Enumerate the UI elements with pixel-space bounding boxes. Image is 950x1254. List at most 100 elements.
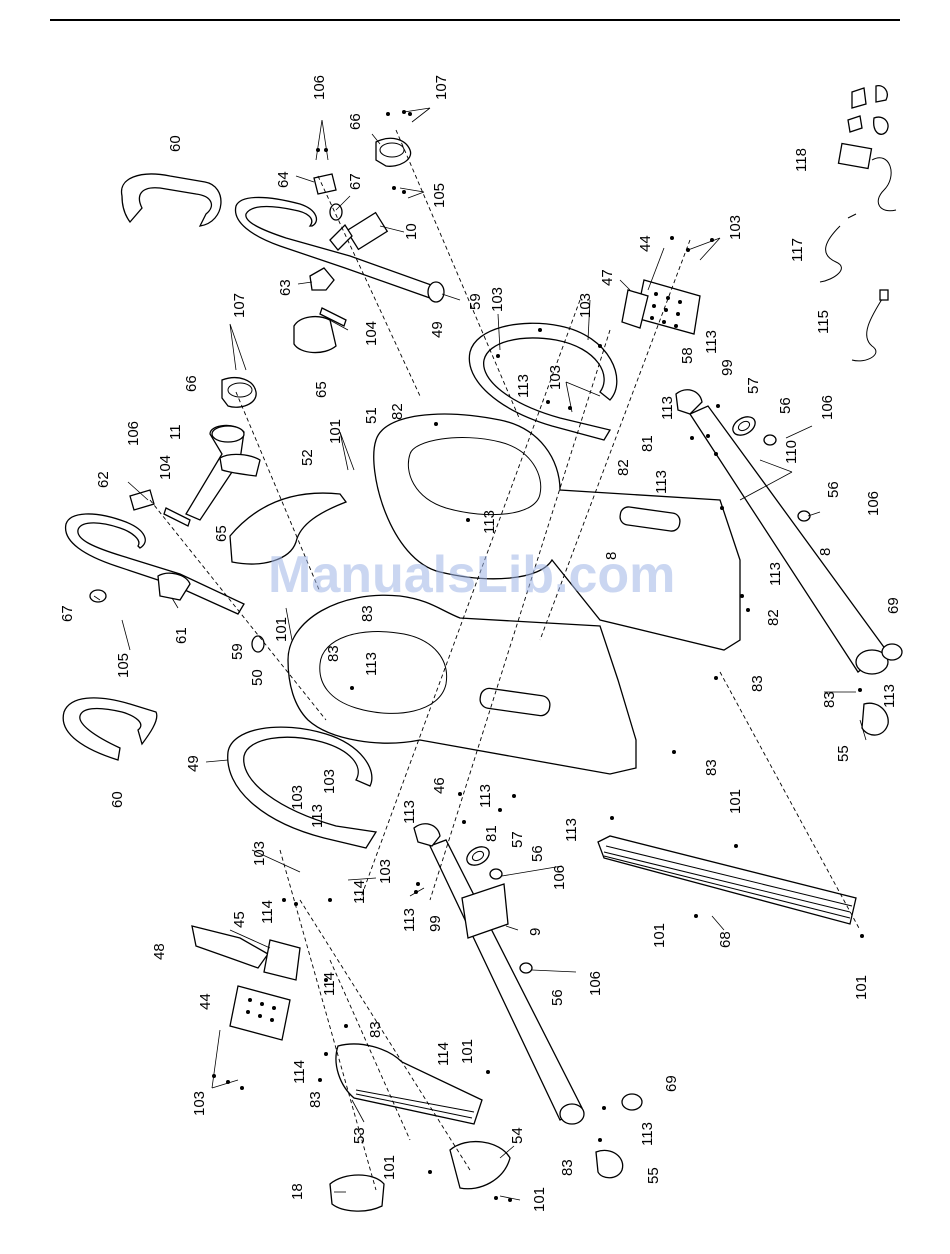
part-44-upper-console [635, 279, 701, 335]
callout-57b: 57 [509, 831, 526, 848]
callout-105b: 105 [115, 653, 132, 678]
callout-106a: 106 [311, 75, 328, 100]
callout-118: 118 [793, 148, 810, 172]
callout-49b: 49 [185, 755, 202, 772]
part-50-left-frame [287, 594, 637, 775]
callout-59a: 59 [467, 293, 484, 310]
callout-83f: 83 [367, 1021, 384, 1038]
callout-54: 54 [509, 1127, 526, 1144]
callout-113g: 113 [363, 652, 380, 676]
callout-103f: 103 [321, 769, 338, 794]
callout-113e: 113 [481, 510, 498, 534]
callout-58: 58 [679, 347, 696, 364]
part-44-lower-console [229, 985, 291, 1041]
part-9-bracket [461, 883, 509, 939]
part-47-console-bracket [621, 289, 649, 329]
part-115-cable [851, 289, 889, 362]
hardware-screws [212, 110, 864, 1202]
callout-101g: 101 [381, 1155, 398, 1180]
callout-81a: 81 [639, 435, 656, 452]
part-66-middle-cap [221, 377, 257, 408]
callout-10: 10 [403, 223, 420, 240]
callout-117: 117 [789, 238, 806, 262]
callout-44b: 44 [197, 993, 214, 1010]
callout-101h: 101 [531, 1187, 548, 1212]
part-55-feet [595, 702, 889, 1179]
part-11-upright [185, 424, 245, 521]
callout-8b: 8 [603, 552, 620, 560]
callout-113n: 113 [639, 1122, 656, 1146]
callout-113d: 113 [653, 470, 670, 494]
watermark: ManualsLib.com [268, 546, 675, 604]
callout-113f: 113 [767, 562, 784, 586]
callout-11: 11 [167, 424, 184, 440]
assembly-lines [149, 129, 861, 1191]
part-104-lower-tube [163, 507, 191, 527]
callout-114e: 114 [291, 1060, 308, 1084]
callout-83d: 83 [821, 691, 838, 708]
callout-69a: 69 [885, 597, 902, 614]
callout-leaders [93, 107, 867, 1201]
callout-66b: 66 [183, 375, 200, 392]
callout-103c: 103 [577, 293, 594, 318]
callout-60a: 60 [167, 135, 184, 152]
part-45-bracket [263, 939, 301, 981]
callout-106c: 106 [125, 421, 142, 446]
callout-81b: 81 [483, 825, 500, 842]
part-60-upper-grip [120, 173, 222, 227]
callout-50: 50 [249, 669, 266, 686]
callout-68: 68 [717, 931, 734, 948]
callout-labels: 106 107 66 60 64 67 105 10 118 63 59 104… [59, 75, 902, 1212]
callout-106b: 106 [819, 395, 836, 420]
callout-110: 110 [783, 440, 800, 464]
callout-55a: 55 [835, 745, 852, 762]
part-68-rail [597, 835, 857, 925]
part-52-shroud [229, 492, 348, 565]
callout-65a: 65 [313, 381, 330, 398]
callout-106d: 106 [865, 491, 882, 516]
callout-83g: 83 [307, 1091, 324, 1108]
callout-105a: 105 [431, 183, 448, 208]
part-67-upper-cap [329, 203, 343, 221]
callout-114a: 114 [259, 900, 276, 924]
callout-48: 48 [151, 943, 168, 960]
callout-101b: 101 [273, 617, 290, 642]
callout-56b: 56 [825, 481, 842, 498]
part-18-cup [329, 1174, 385, 1212]
part-56-caps [489, 434, 811, 974]
part-53-shroud [335, 1043, 483, 1125]
callout-83e: 83 [703, 759, 720, 776]
callout-103i: 103 [191, 1091, 208, 1116]
callout-103h: 103 [377, 859, 394, 884]
callout-56d: 56 [549, 989, 566, 1006]
part-48-plate [191, 925, 269, 969]
part-66-upper-cap [375, 137, 412, 167]
callout-113c: 113 [659, 396, 676, 420]
part-10-upper-handlebar [234, 196, 445, 303]
callout-83a: 83 [359, 605, 376, 622]
callout-47: 47 [599, 269, 616, 286]
callout-83c: 83 [749, 675, 766, 692]
callout-62: 62 [95, 471, 112, 488]
callout-83h: 83 [559, 1159, 576, 1176]
callout-66a: 66 [347, 113, 364, 130]
callout-83b: 83 [325, 645, 342, 662]
callout-46: 46 [431, 777, 448, 794]
callout-82b: 82 [615, 459, 632, 476]
callout-113j: 113 [401, 800, 418, 824]
callout-56c: 56 [529, 845, 546, 862]
callout-104b: 104 [157, 455, 174, 480]
callout-103e: 103 [289, 785, 306, 810]
callout-113a: 113 [703, 330, 720, 354]
part-60-lower-grip [62, 697, 158, 761]
part-49-lower-ring [227, 726, 378, 849]
callout-64: 64 [275, 171, 292, 188]
callout-101a: 101 [327, 419, 344, 444]
part-57-lower-wheel [466, 846, 490, 866]
callout-99a: 99 [719, 359, 736, 376]
callout-82a: 82 [389, 403, 406, 420]
callout-55b: 55 [645, 1167, 662, 1184]
part-118-power-adapter [837, 85, 897, 212]
callout-103a: 103 [727, 215, 744, 240]
